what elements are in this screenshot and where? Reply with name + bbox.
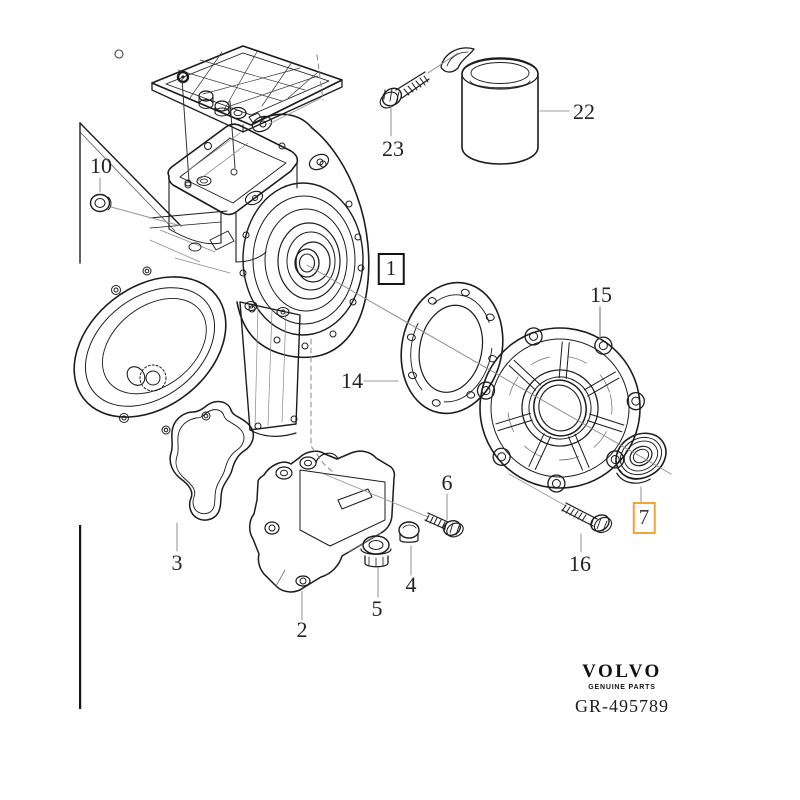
callout-23[interactable]: 23 (382, 136, 404, 161)
part-23-bolt-drawing[interactable] (377, 52, 459, 111)
part-5-plug-drawing[interactable] (360, 535, 392, 568)
document-number: GR-495789 (575, 696, 669, 716)
genuine-parts-tagline: GENUINE PARTS (588, 684, 656, 691)
part-3-gasket-drawing[interactable] (169, 400, 255, 521)
part-2-bracket-drawing[interactable] (249, 450, 396, 593)
assembly-axis-dashed-lines (310, 54, 335, 474)
part-top-cover-drawing[interactable] (151, 45, 343, 133)
callout-4[interactable]: 4 (405, 572, 417, 597)
part-7-seal-drawing[interactable] (605, 424, 676, 492)
callout-1-boxed[interactable]: 1 (377, 253, 405, 285)
callout-2[interactable]: 2 (296, 617, 308, 642)
callout-10[interactable]: 10 (90, 153, 112, 178)
part-6-bolt-drawing[interactable] (323, 473, 465, 539)
callout-7-highlighted[interactable]: 7 (632, 502, 656, 534)
callout-6[interactable]: 6 (441, 470, 453, 495)
callout-5[interactable]: 5 (371, 596, 383, 621)
guide-pin-lines (181, 78, 236, 182)
callout-16[interactable]: 16 (569, 551, 591, 576)
reference-hole-mark (114, 49, 124, 59)
part-1-housing-drawing[interactable] (47, 113, 370, 446)
callout-3[interactable]: 3 (171, 550, 183, 575)
part-16-bolt-drawing[interactable] (508, 473, 614, 536)
callout-15[interactable]: 15 (590, 282, 612, 307)
part-22-cap-drawing[interactable] (440, 47, 539, 165)
callout-14[interactable]: 14 (341, 368, 363, 393)
bolt-23-axis-line (268, 97, 322, 125)
page-edge-line (79, 525, 82, 709)
volvo-logo: VOLVO (582, 661, 662, 682)
callout-22[interactable]: 22 (573, 99, 595, 124)
part-4-plug-drawing[interactable] (398, 521, 420, 543)
part-14-gasket-drawing[interactable] (389, 273, 514, 423)
part-15-cover-drawing[interactable] (461, 305, 662, 507)
part-10-plug-drawing[interactable] (89, 193, 112, 213)
assembly-axis-line (306, 264, 672, 475)
footer-brand-block: VOLVO GENUINE PARTS GR-495789 (570, 661, 674, 717)
leader-lines (99, 105, 642, 621)
